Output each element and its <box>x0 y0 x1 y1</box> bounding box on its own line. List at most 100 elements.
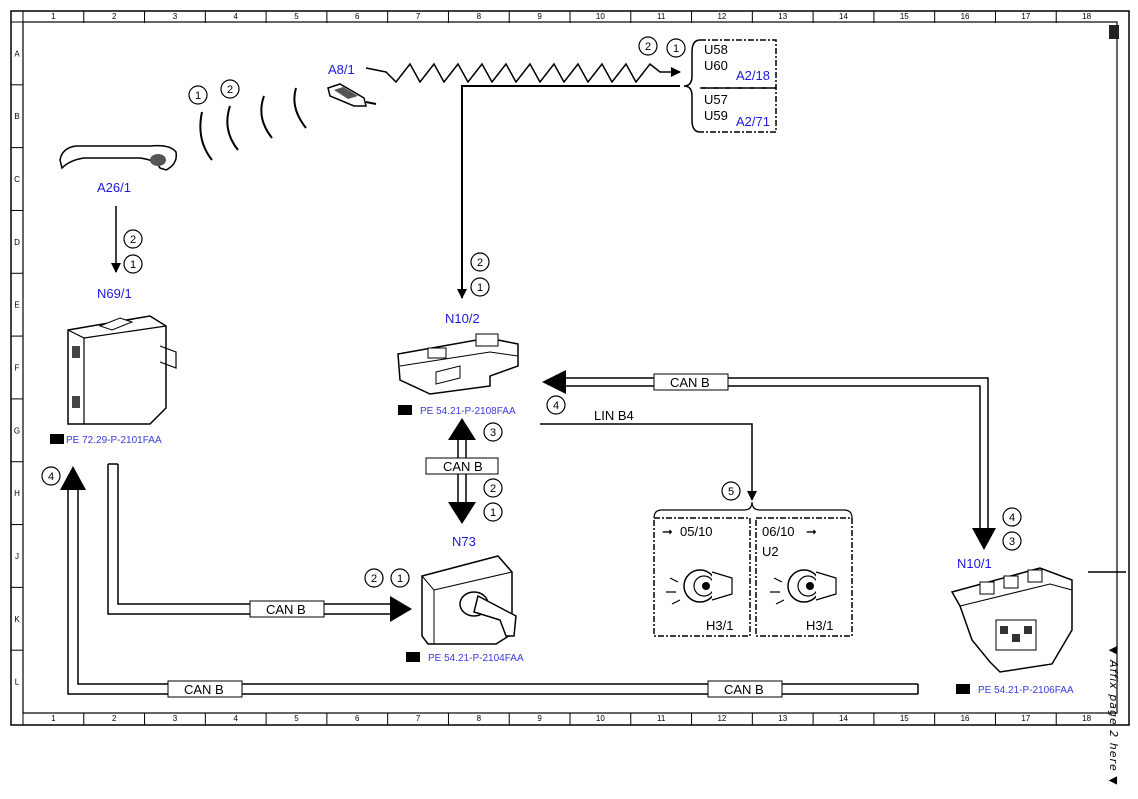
door-handle-icon <box>59 144 178 171</box>
signal-u58: U58 <box>704 42 728 57</box>
step-marker: 2 <box>470 252 490 272</box>
column-scale: 1122334455667788991010111112121313141415… <box>22 11 1092 725</box>
column-number: 3 <box>173 12 178 21</box>
column-number: 12 <box>717 12 726 21</box>
column-number: 10 <box>596 714 605 723</box>
step-marker: 5 <box>721 481 741 501</box>
step-number: 1 <box>195 90 201 102</box>
a2-71-label: A2/71 <box>736 114 770 129</box>
step-marker: 3 <box>483 422 503 442</box>
a2-18-label: A2/18 <box>736 68 770 83</box>
column-number: 16 <box>961 12 970 21</box>
step-marker: 1 <box>483 502 503 522</box>
a26-1-label: A26/1 <box>97 180 131 195</box>
step-number: 2 <box>227 84 233 96</box>
ref-n10-2[interactable]: PE 54.21-P-2108FAA <box>398 405 516 417</box>
svg-text:PE 54.21-P-2106FAA: PE 54.21-P-2106FAA <box>978 685 1074 696</box>
step-marker: 2 <box>483 478 503 498</box>
column-number: 14 <box>839 12 848 21</box>
column-number: 17 <box>1021 12 1030 21</box>
can-b-label-vertical: CAN B <box>443 459 483 474</box>
row-letter: K <box>14 615 20 624</box>
antenna-to-n10-2-line <box>457 85 680 299</box>
row-letter: G <box>14 426 20 435</box>
column-number: 7 <box>416 714 421 723</box>
column-number: 2 <box>112 714 117 723</box>
step-number: 4 <box>48 471 54 483</box>
step-number: 4 <box>553 400 559 412</box>
step-marker: 1 <box>188 85 208 105</box>
column-number: 1 <box>51 12 56 21</box>
column-number: 4 <box>233 12 238 21</box>
step-marker: 2 <box>638 36 658 56</box>
step-marker: 1 <box>470 277 490 297</box>
step-number: 1 <box>130 259 136 271</box>
ignition-switch-icon <box>421 555 517 645</box>
column-number: 4 <box>233 714 238 723</box>
column-number: 7 <box>416 12 421 21</box>
affix-note-text: ▼ Affix page 2 here ▼ <box>1107 646 1120 786</box>
a8-1-label: A8/1 <box>328 62 355 77</box>
sam-control-unit-icon <box>950 567 1073 673</box>
reference-hand-icon <box>956 684 970 694</box>
n69-1-label: N69/1 <box>97 286 132 301</box>
can-b-label-bottom-left: CAN B <box>184 682 224 697</box>
ref-n10-1[interactable]: PE 54.21-P-2106FAA <box>956 684 1074 696</box>
column-number: 11 <box>657 714 666 723</box>
column-number: 14 <box>839 714 848 723</box>
svg-text:PE 54.21-P-2104FAA: PE 54.21-P-2104FAA <box>428 653 524 664</box>
lin-b4-label: LIN B4 <box>594 408 634 423</box>
can-b-n10-1-n10-2: CAN B <box>542 370 996 550</box>
step-marker: 4 <box>546 395 566 415</box>
column-number: 15 <box>900 714 909 723</box>
control-unit-n69-1-icon <box>67 315 177 425</box>
control-unit-n10-2-icon <box>397 333 519 395</box>
affix-note: ▼ Affix page 2 here ▼ <box>1098 646 1128 796</box>
can-b-bottom-loop: CAN B CAN B <box>60 466 919 698</box>
signal-u59: U59 <box>704 108 728 123</box>
step-number: 2 <box>130 234 136 246</box>
ref-n69-1[interactable]: PE 72.29-P-2101FAA <box>50 434 162 446</box>
row-letter: J <box>15 552 19 561</box>
step-marker: 3 <box>1002 531 1022 551</box>
row-letter: H <box>14 489 20 498</box>
svg-text:PE 72.29-P-2101FAA: PE 72.29-P-2101FAA <box>66 435 162 446</box>
step-number: 2 <box>371 573 377 585</box>
ref-n73[interactable]: PE 54.21-P-2104FAA <box>406 652 524 664</box>
key-fob-icon <box>327 83 377 107</box>
row-letter: L <box>15 678 20 687</box>
h3-1-variant-box <box>653 517 853 637</box>
step-number: 1 <box>397 573 403 585</box>
n10-2-label: N10/2 <box>445 311 480 326</box>
column-number: 18 <box>1082 714 1091 723</box>
column-number: 8 <box>477 12 482 21</box>
horn-icon <box>666 569 733 605</box>
can-b-label-top: CAN B <box>670 375 710 390</box>
column-number: 1 <box>51 714 56 723</box>
step-number: 3 <box>490 427 496 439</box>
row-letter: E <box>14 301 19 310</box>
radio-link-zigzag <box>365 62 681 84</box>
column-number: 8 <box>477 714 482 723</box>
variant-left-label: 05/10 <box>680 524 713 539</box>
column-number: 17 <box>1021 714 1030 723</box>
svg-text:PE 54.21-P-2108FAA: PE 54.21-P-2108FAA <box>420 406 516 417</box>
column-number: 16 <box>961 714 970 723</box>
signal-u60: U60 <box>704 58 728 73</box>
step-number: 1 <box>490 507 496 519</box>
step-marker: 1 <box>390 568 410 588</box>
step-number: 5 <box>728 486 734 498</box>
step-marker: 1 <box>123 254 143 274</box>
frame: 1122334455667788991010111112121313141415… <box>10 10 1130 726</box>
column-number: 15 <box>900 12 909 21</box>
variant-right-label: 06/10 <box>762 524 795 539</box>
step-marker: 2 <box>123 229 143 249</box>
step-number: 1 <box>477 282 483 294</box>
column-number: 10 <box>596 12 605 21</box>
n10-1-label: N10/1 <box>957 556 992 571</box>
can-b-label-bottom-right: CAN B <box>724 682 764 697</box>
antenna-box <box>683 39 777 133</box>
step-marker: 2 <box>364 568 384 588</box>
column-number: 6 <box>355 714 360 723</box>
